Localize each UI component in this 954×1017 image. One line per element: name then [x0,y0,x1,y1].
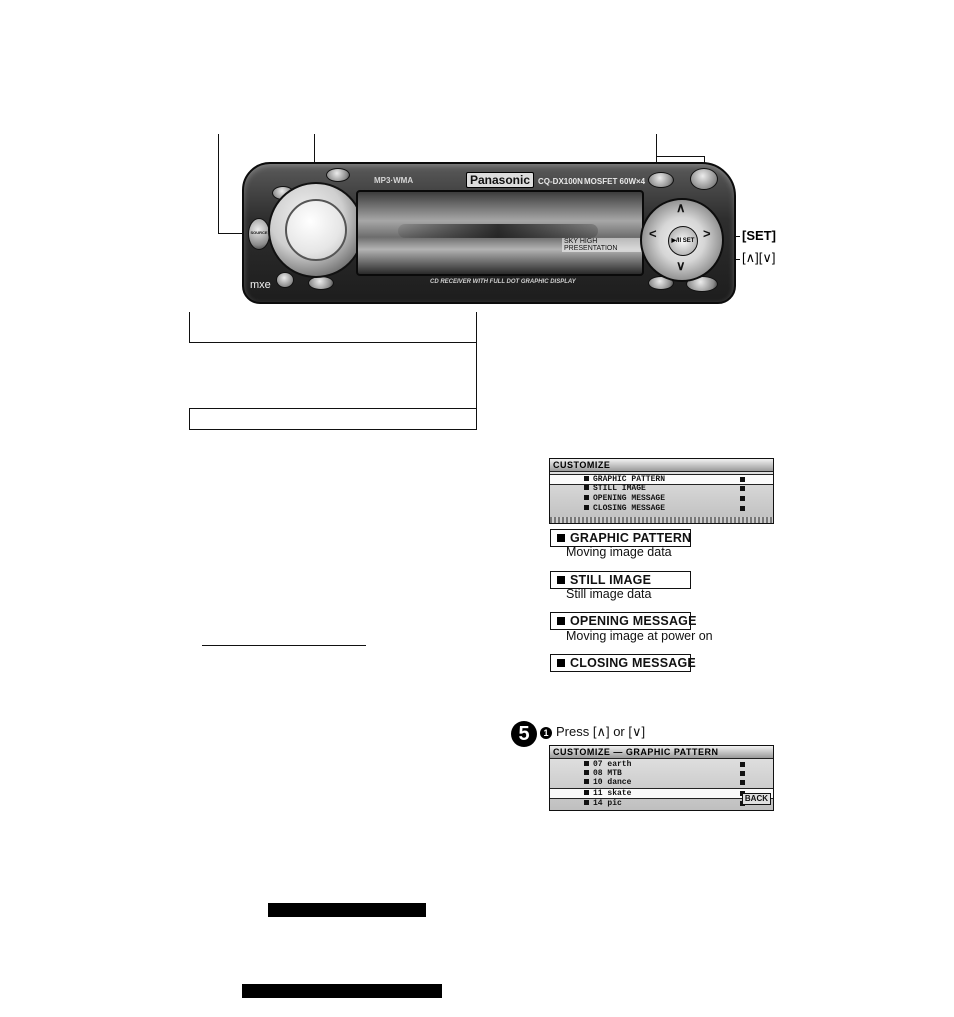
underline [202,645,366,646]
box-line-b [189,342,477,343]
category-desc: Still image data [566,587,652,601]
box-line-e [189,408,190,430]
list-item-label: 08 MTB [593,769,622,778]
menu-row[interactable]: CLOSING MESSAGE [550,504,773,513]
screen-dither [550,517,773,523]
menu-row[interactable]: STILL IMAGE [550,484,773,493]
screen-header: CUSTOMIZE [550,459,773,472]
redaction-bar [268,903,426,917]
sub-step-number: 1 [540,727,552,739]
menu-row-label: OPENING MESSAGE [593,494,666,503]
menu-row-label: GRAPHIC PATTERN [593,475,666,484]
display-tag: SKY HIGH PRESENTATION [562,238,642,252]
nav-down-icon[interactable]: ∨ [676,258,686,273]
step-instruction: Press [∧] or [∨] [556,724,646,739]
set-button[interactable]: ▶/II SET [668,226,698,256]
category-desc: Moving image data [566,545,672,559]
box-line-f [189,429,477,430]
list-item-label: 07 earth [593,760,632,769]
box-line-c [476,312,477,430]
up-down-label: [∧][∨] [742,250,776,265]
list-item[interactable]: 10 dance [550,778,773,787]
unit-model-text: CQ-DX100N [538,177,583,186]
menu-row-label: STILL IMAGE [593,484,646,493]
category-opening-message: OPENING MESSAGE [550,612,696,630]
menu-button[interactable] [648,172,674,188]
category-closing-message: CLOSING MESSAGE [550,654,696,672]
nav-up-icon[interactable]: ∧ [676,200,686,215]
brand-logo: Panasonic [466,172,535,188]
list-item-selected[interactable]: 11 skate [550,788,773,799]
display-window: SKY HIGH PRESENTATION [356,190,644,276]
category-graphic-pattern: GRAPHIC PATTERN [550,529,691,547]
screen-header: CUSTOMIZE — GRAPHIC PATTERN [550,746,773,759]
step-number: 5 [511,721,537,747]
category-desc: Moving image at power on [566,629,713,643]
display-image [398,224,598,238]
open-button[interactable] [690,168,718,190]
leader-line-source [218,134,219,234]
list-item-label: 14 pic [593,799,622,808]
set-label: [SET] [742,228,776,243]
graphic-pattern-screen: CUSTOMIZE — GRAPHIC PATTERN 07 earth 08 … [549,745,774,811]
menu-row[interactable]: GRAPHIC PATTERN [550,474,773,485]
unit-format-text: MP3·WMA [374,176,414,185]
list-item[interactable]: 14 pic [550,799,773,808]
menu-row-label: CLOSING MESSAGE [593,504,666,513]
list-item-label: 10 dance [593,778,632,787]
unit-bottom-text: CD RECEIVER WITH FULL DOT GRAPHIC DISPLA… [430,279,576,285]
menu-row[interactable]: OPENING MESSAGE [550,494,773,503]
category-still-image: STILL IMAGE [550,571,691,589]
leader-line-source-h [218,233,246,234]
back-button[interactable]: BACK [741,793,771,805]
mute-button[interactable] [326,168,350,182]
bt-button[interactable] [276,272,294,288]
volume-knob-center[interactable] [285,199,347,261]
redaction-bar [242,984,442,998]
list-item[interactable]: 08 MTB [550,769,773,778]
customize-menu-screen: CUSTOMIZE GRAPHIC PATTERN STILL IMAGE OP… [549,458,774,524]
source-button[interactable]: SOURCE [248,218,270,250]
leader-line-menu [656,134,657,172]
box-line-a [189,312,190,343]
list-item-label: 11 skate [593,789,632,798]
nav-left-icon[interactable]: < [649,226,657,241]
nav-right-icon[interactable]: > [703,226,711,241]
box-line-d [189,408,477,409]
unit-mosfet-text: MOSFET 60W×4 [584,177,646,186]
list-item[interactable]: 07 earth [550,760,773,769]
sq-button[interactable] [308,276,334,290]
leader-line-menu-h [656,156,704,157]
mxe-logo: mxe [250,279,271,291]
